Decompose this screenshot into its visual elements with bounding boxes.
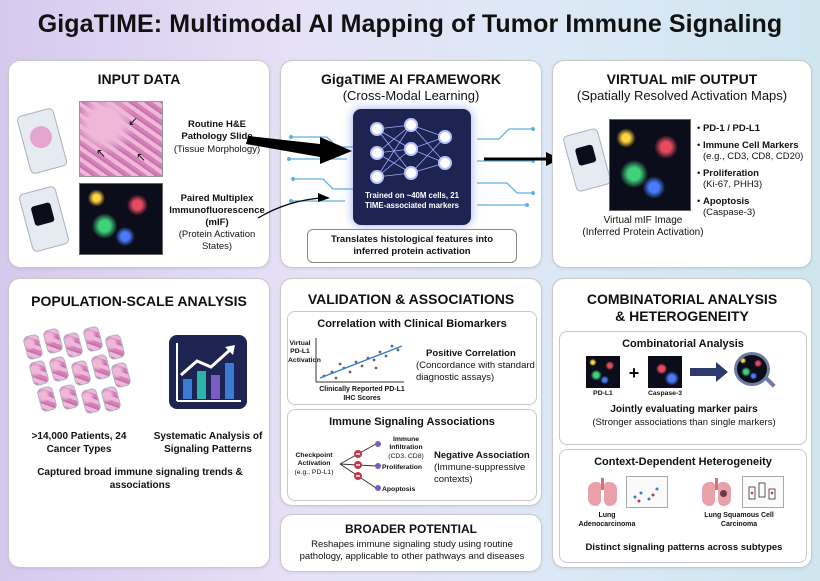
trained-label: Trained on ~40M cells, 21 TIME-associate…: [364, 191, 460, 210]
circuit-lines-icon: [287, 127, 535, 207]
mif-image: [79, 183, 163, 255]
validation-title: VALIDATION & ASSOCIATIONS: [307, 291, 515, 307]
input-data-panel: INPUT DATA ↙ ↖ ↖ Routine H&E Pathology S…: [8, 60, 270, 268]
broader-title: BROADER POTENTIAL: [345, 522, 477, 536]
output-title: VIRTUAL mIF OUTPUT: [606, 71, 758, 87]
y-axis-label: Virtual PD-L1 Activation: [288, 340, 321, 364]
caspase-image: [648, 356, 682, 388]
population-panel: POPULATION-SCALE ANALYSIS >14,000 Patien…: [8, 278, 270, 568]
plus-sign: +: [628, 363, 640, 383]
luad-label: Lung Adenocarcinoma: [578, 512, 636, 528]
translates-box: Translates histological features into in…: [307, 229, 517, 263]
marker-list: • PD-1 / PD-L1 • Immune Cell Markers(e.g…: [697, 123, 811, 218]
negative-label: Negative Association: [434, 450, 530, 461]
broader-text: Reshapes immune signaling study using ro…: [299, 539, 525, 562]
he-sub: (Tissue Morphology): [173, 144, 261, 155]
mif-to-framework-arrow: [257, 197, 321, 219]
lung-icon-squamous: [700, 478, 734, 508]
combinatorial-panel: COMBINATORIAL ANALYSIS & HETEROGENEITY C…: [552, 278, 812, 568]
framework-panel: GigaTIME AI FRAMEWORK (Cross-Modal Learn…: [280, 60, 542, 268]
combinatorial-box: Combinatorial Analysis PD-L1 + Caspase-3…: [559, 331, 807, 445]
input-data-title: INPUT DATA: [97, 71, 181, 87]
distinct-label: Distinct signaling patterns across subty…: [585, 542, 783, 553]
combinatorial-title-line2: & HETEROGENEITY: [615, 308, 749, 324]
systematic-label: Systematic Analysis of Signaling Pattern…: [153, 431, 263, 455]
virtual-mif-image: [609, 119, 691, 211]
positive-sub: (Concordance with standard diagnostic as…: [416, 360, 535, 383]
positive-label: Positive Correlation: [426, 348, 516, 359]
he-to-framework-arrow: [246, 136, 352, 164]
mif-label: Paired Multiplex Immunofluorescence (mIF…: [169, 193, 265, 228]
output-subtitle: (Spatially Resolved Activation Maps): [576, 88, 788, 103]
virtual-mif-label: Virtual mIF Image: [603, 215, 683, 226]
caspase-label: Caspase-3: [647, 390, 682, 397]
he-tissue-image: ↙ ↖ ↖: [79, 101, 163, 177]
pdl1-image: [586, 356, 620, 388]
page-title: GigaTIME: Multimodal AI Mapping of Tumor…: [37, 10, 783, 38]
slide-stack-icon: [21, 321, 132, 421]
growth-chart-icon: [169, 335, 247, 409]
framework-title: GigaTIME AI FRAMEWORK: [321, 71, 501, 87]
captured-label: Captured broad immune signaling trends &…: [37, 467, 243, 491]
pdl1-label: PD-L1: [593, 390, 613, 397]
association-lines: [339, 441, 381, 491]
correlation-title: Correlation with Clinical Biomarkers: [317, 318, 507, 330]
proliferation-label: Proliferation: [382, 464, 423, 471]
marker-item: • Apoptosis(Caspase-3): [697, 196, 756, 218]
immune-signaling-box: Immune Signaling Associations Checkpoint…: [287, 409, 537, 501]
immune-signaling-title: Immune Signaling Associations: [329, 416, 495, 428]
infiltration-label: Immune Infiltration(CD3, CD8): [388, 436, 424, 460]
adeno-plot-icon: [626, 476, 668, 508]
correlation-box: Correlation with Clinical Biomarkers Vir…: [287, 311, 537, 405]
combinatorial-title-line1: COMBINATORIAL ANALYSIS: [586, 291, 778, 307]
lusc-label: Lung Squamous Cell Carcinoma: [704, 512, 774, 528]
virtual-mif-sub: (Inferred Protein Activation): [582, 227, 704, 238]
jointly-label: Jointly evaluating marker pairs: [610, 404, 758, 415]
framework-subtitle: (Cross-Modal Learning): [342, 88, 480, 103]
combinatorial-box-title: Combinatorial Analysis: [622, 338, 744, 350]
broader-panel: BROADER POTENTIAL Reshapes immune signal…: [280, 514, 542, 572]
squamous-plot-icon: [742, 476, 784, 508]
heterogeneity-title: Context-Dependent Heterogeneity: [594, 456, 772, 468]
checkpoint-label: Checkpoint Activation(e.g., PD-L1): [294, 452, 334, 476]
neural-network-icon: Trained on ~40M cells, 21 TIME-associate…: [353, 109, 471, 225]
marker-item: • PD-1 / PD-L1: [697, 123, 760, 134]
validation-panel: VALIDATION & ASSOCIATIONS Correlation wi…: [280, 278, 542, 506]
x-axis-label: Clinically Reported PD-L1 IHC Scores: [319, 386, 405, 402]
population-title: POPULATION-SCALE ANALYSIS: [31, 293, 247, 309]
lung-icon-adeno: [586, 478, 620, 508]
jointly-sub: (Stronger associations than single marke…: [592, 417, 776, 428]
magnifier-icon: [734, 352, 776, 392]
output-panel: VIRTUAL mIF OUTPUT (Spatially Resolved A…: [552, 60, 812, 268]
he-label: Routine H&E Pathology Slide: [181, 119, 253, 142]
scatter-plot: [315, 338, 404, 383]
apoptosis-label: Apoptosis: [382, 486, 416, 493]
heterogeneity-box: Context-Dependent Heterogeneity Lung Ade…: [559, 449, 807, 563]
combine-arrow-icon: [690, 362, 728, 382]
mif-sub: (Protein Activation States): [178, 229, 256, 252]
marker-item: • Immune Cell Markers(e.g., CD3, CD8, CD…: [697, 140, 804, 162]
marker-item: • Proliferation(Ki-67, PHH3): [697, 168, 763, 190]
patients-label: >14,000 Patients, 24 Cancer Types: [31, 431, 127, 455]
negative-sub: (Immune-suppressive contexts): [434, 462, 526, 485]
output-slide-icon: [562, 127, 612, 193]
